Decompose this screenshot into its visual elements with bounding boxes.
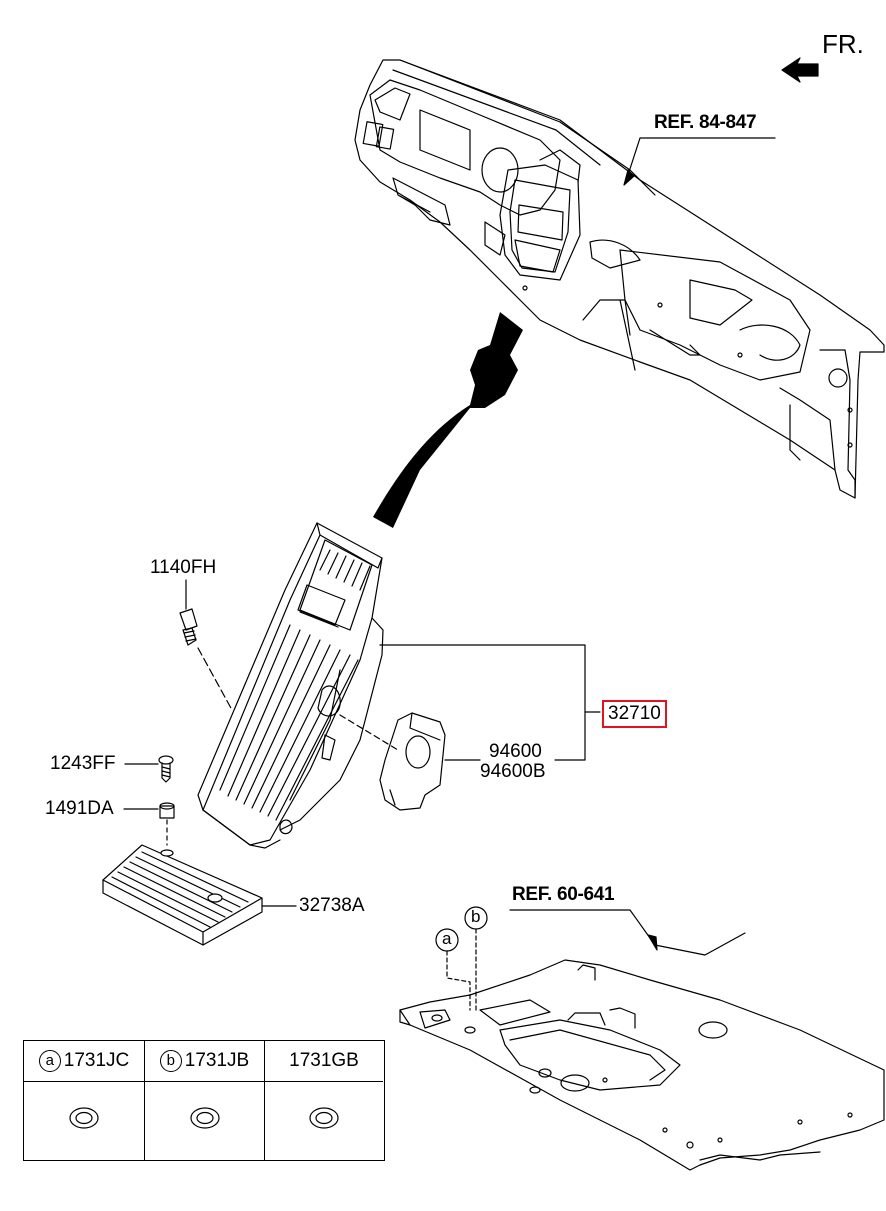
bolt-1140fh-icon <box>179 608 198 646</box>
screw-1243ff-icon <box>158 755 174 783</box>
callout-b-label: b <box>471 907 481 926</box>
pedal-assembly-leader <box>379 644 586 761</box>
callout-a-label: a <box>442 929 452 948</box>
sensor-94600-drawing <box>379 712 446 811</box>
part-1243ff-label[interactable]: 1243FF <box>50 753 116 774</box>
legend-cell-c[interactable]: 1731GB <box>265 1041 383 1160</box>
legend-header: b 1731JB <box>145 1041 264 1082</box>
forward-arrow-icon <box>781 57 819 83</box>
legend-part-1731jb[interactable]: 1731JB <box>184 1050 250 1071</box>
legend-marker-b: b <box>159 1050 182 1072</box>
dashboard-drawing <box>354 59 885 499</box>
legend-part-1731gb[interactable]: 1731GB <box>289 1050 359 1071</box>
legend-table: a 1731JC b 1731JB 1731GB <box>23 1040 385 1161</box>
grommet-ring-icon <box>309 1107 339 1129</box>
part-32738a-label[interactable]: 32738A <box>299 895 365 916</box>
legend-cell-b[interactable]: b 1731JB <box>145 1041 265 1160</box>
floor-panel-drawing <box>399 959 885 1171</box>
grommet-ring-icon <box>189 1107 220 1129</box>
nut-1491da-icon <box>159 802 175 819</box>
part-1140fh-label[interactable]: 1140FH <box>150 557 217 578</box>
legend-part-1731jc[interactable]: 1731JC <box>63 1050 130 1071</box>
accelerator-pedal-drawing <box>197 522 384 849</box>
dashboard-ref-label[interactable]: REF. 84-847 <box>654 112 757 133</box>
legend-header: a 1731JC <box>24 1041 144 1082</box>
direction-label: FR. <box>822 29 864 59</box>
pedal-pad-32738a-drawing <box>102 844 263 946</box>
dashboard-ref-leader <box>627 137 776 176</box>
legend-marker-a: a <box>38 1050 61 1072</box>
floor-ref-leader <box>509 909 746 956</box>
floor-ref-label[interactable]: REF. 60-641 <box>512 884 615 905</box>
grommet-ring-icon <box>69 1107 99 1129</box>
assembly-direction-arrow <box>373 312 523 528</box>
part-94600b-label[interactable]: 94600B <box>480 761 546 782</box>
part-32710-label[interactable]: 32710 <box>602 700 667 728</box>
legend-cell-a[interactable]: a 1731JC <box>24 1041 145 1160</box>
part-94600-label[interactable]: 94600 <box>489 741 542 762</box>
part-1491da-label[interactable]: 1491DA <box>45 798 114 819</box>
legend-header: 1731GB <box>265 1041 383 1082</box>
